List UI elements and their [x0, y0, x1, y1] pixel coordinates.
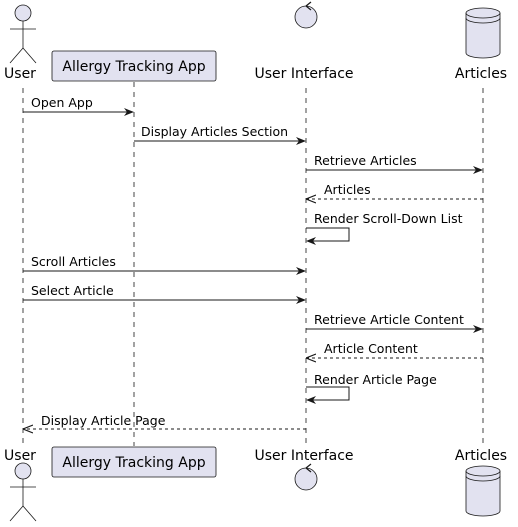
message-8: Retrieve Article Content [306, 312, 483, 333]
database-icon [465, 7, 501, 59]
participant-articles-label: Articles [455, 66, 507, 82]
database-icon [465, 465, 501, 517]
message-10: Render Article Page [306, 372, 437, 404]
message-6: Scroll Articles [23, 254, 306, 275]
message-label: Articles [324, 182, 371, 197]
user-actor-icon [9, 4, 37, 64]
lifelines [22, 82, 484, 446]
message-7: Select Article [23, 283, 306, 304]
participant-articles-label-bottom: Articles [455, 448, 507, 464]
message-label: Select Article [31, 283, 114, 298]
message-label: Render Article Page [314, 372, 437, 387]
message-label: Open App [31, 95, 93, 110]
messages: Open App Display Articles Section Retrie… [23, 95, 483, 429]
message-2: Display Articles Section [134, 124, 306, 145]
participant-ui-label: User Interface [254, 66, 353, 82]
message-label: Render Scroll-Down List [314, 211, 463, 226]
control-icon [294, 1, 318, 29]
participant-app-box [51, 50, 217, 82]
message-label: Article Content [324, 341, 418, 356]
participant-app-label: Allergy Tracking App [62, 59, 205, 75]
control-icon [294, 463, 318, 491]
message-label: Scroll Articles [31, 254, 116, 269]
message-3: Retrieve Articles [306, 153, 483, 174]
participants-bottom: User Allergy Tracking App User Interface… [4, 446, 507, 522]
participant-app-box-bottom [51, 446, 217, 478]
message-9: Article Content [307, 341, 483, 358]
message-4: Articles [307, 182, 483, 199]
message-1: Open App [23, 95, 134, 116]
message-label: Retrieve Articles [314, 153, 417, 168]
participant-app-label-bottom: Allergy Tracking App [62, 455, 205, 471]
participant-ui-label-bottom: User Interface [254, 448, 353, 464]
user-actor-icon [9, 462, 37, 522]
message-label: Retrieve Article Content [314, 312, 464, 327]
message-label: Display Article Page [41, 413, 166, 428]
message-5: Render Scroll-Down List [306, 211, 463, 245]
participant-user-label-bottom: User [4, 448, 36, 464]
message-label: Display Articles Section [141, 124, 288, 139]
participants-top: User Allergy Tracking App User Interface… [4, 1, 507, 82]
message-11: Display Article Page [24, 413, 306, 429]
participant-user-label: User [4, 66, 36, 82]
